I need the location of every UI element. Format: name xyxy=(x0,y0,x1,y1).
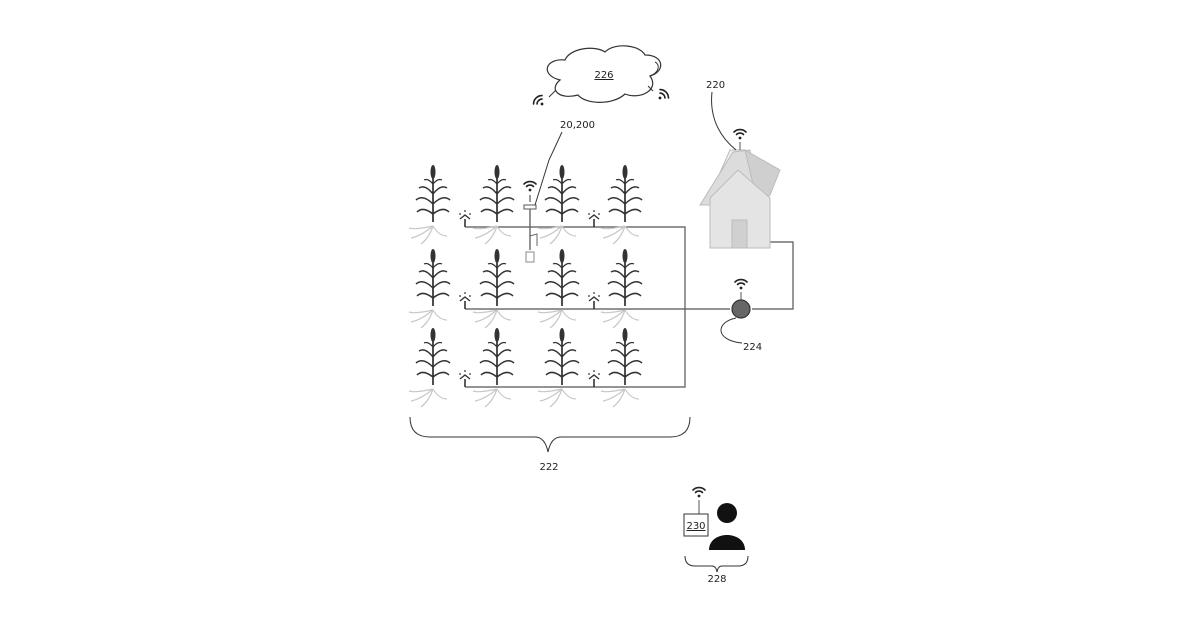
wifi-icon xyxy=(735,280,747,290)
wifi-icon xyxy=(655,88,670,103)
house-label: 220 xyxy=(706,80,725,91)
sprinkler-icon xyxy=(588,292,600,309)
hub-node xyxy=(732,280,750,318)
corn-plant-icon xyxy=(409,165,450,244)
device-label: 230 xyxy=(686,521,705,532)
field-label: 222 xyxy=(539,462,558,473)
sensor-label: 20,200 xyxy=(560,120,595,131)
hub-label: 224 xyxy=(743,342,762,353)
corn-plant-icon xyxy=(538,249,579,328)
corn-plant-icon xyxy=(473,328,514,407)
wifi-icon xyxy=(693,488,705,498)
corn-plant-icon xyxy=(473,165,514,244)
corn-plant-icon xyxy=(601,328,642,407)
sprinkler-icon xyxy=(459,370,471,387)
wifi-icon xyxy=(524,182,536,192)
sprinkler-icon xyxy=(459,210,471,227)
user-label: 228 xyxy=(707,574,726,585)
person-icon xyxy=(709,503,745,550)
sprinkler-icon xyxy=(588,210,600,227)
corn-plant-icon xyxy=(409,328,450,407)
corn-plant-icon xyxy=(601,249,642,328)
crop-field xyxy=(409,165,642,407)
wifi-icon xyxy=(734,130,746,140)
wifi-icon xyxy=(532,94,547,109)
sprinkler-icon xyxy=(588,370,600,387)
farmhouse-icon xyxy=(700,130,780,248)
sprinkler-icon xyxy=(459,292,471,309)
corn-plant-icon xyxy=(538,328,579,407)
field-brace xyxy=(410,417,690,452)
corn-plant-icon xyxy=(601,165,642,244)
user-brace xyxy=(685,556,748,572)
corn-plant-icon xyxy=(473,249,514,328)
corn-plant-icon xyxy=(409,249,450,328)
soil-sensor xyxy=(524,182,537,262)
cloud-label: 226 xyxy=(594,70,613,81)
